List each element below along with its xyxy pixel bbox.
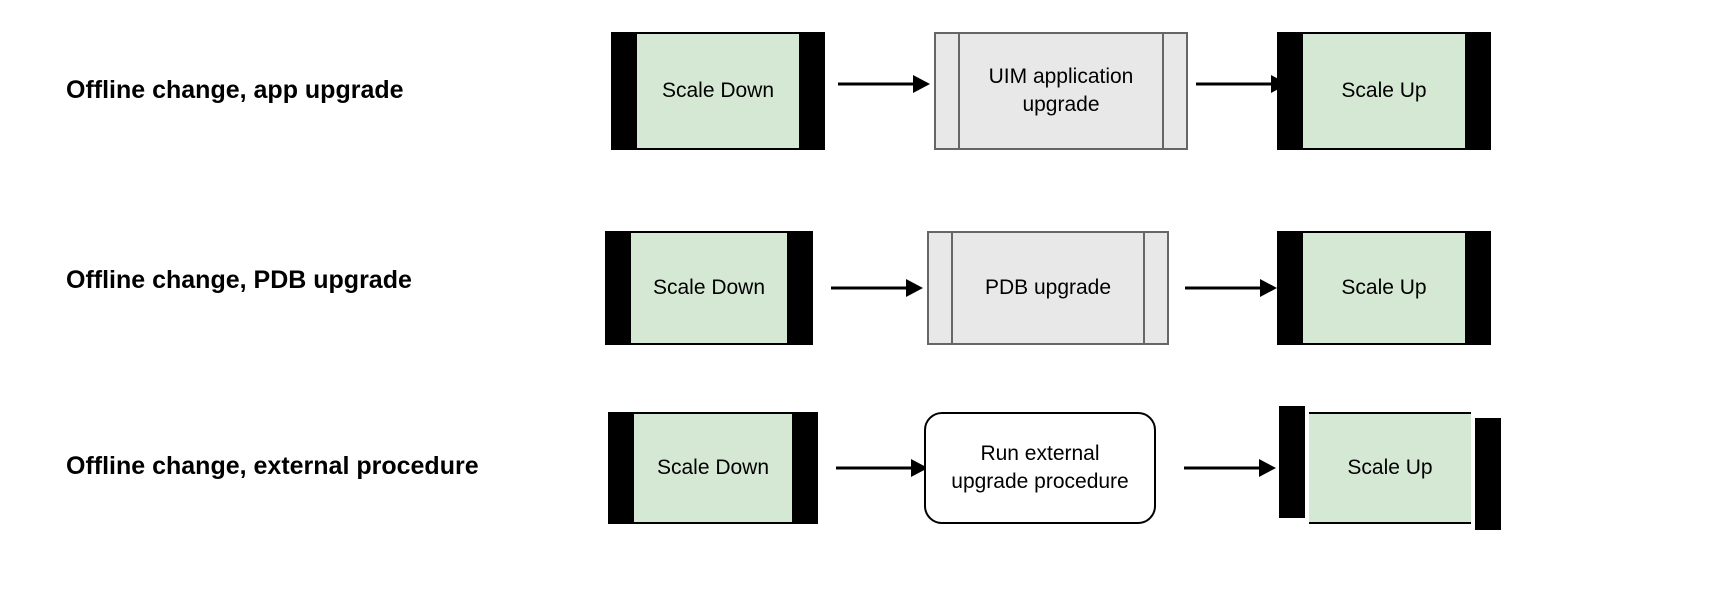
row1-process-label: UIM application upgrade [955, 63, 1168, 118]
scale-down-left-bar [608, 412, 634, 524]
row2-scale-up-node[interactable]: Scale Up [1277, 231, 1491, 345]
arrow-shaft [1196, 82, 1274, 86]
arrow-shaft [1184, 466, 1262, 470]
arrow-shaft [836, 466, 914, 470]
scale-up-face: Scale Up [1309, 412, 1471, 524]
row1-process-line2: upgrade [1022, 93, 1100, 116]
row1-scale-up-label: Scale Up [1341, 79, 1427, 103]
arrow-head [913, 75, 930, 93]
process-right-rule [1143, 233, 1145, 343]
row3-scale-up-label: Scale Up [1347, 456, 1433, 480]
row3-rounded-node[interactable]: Run external upgrade procedure [924, 412, 1156, 524]
row3-arrow-2 [1184, 456, 1276, 480]
row3-rounded-label: Run external upgrade procedure [951, 440, 1128, 495]
scale-up-left-bar [1277, 32, 1303, 150]
scale-up-right-bar [1465, 231, 1491, 345]
row1-scale-down-label: Scale Down [661, 79, 775, 103]
arrow-shaft [831, 286, 909, 290]
row3-arrow-1 [836, 456, 928, 480]
scale-down-right-bar [787, 231, 813, 345]
scale-up-right-bar [1465, 32, 1491, 150]
row1-process-node[interactable]: UIM application upgrade [934, 32, 1188, 150]
row3-rounded-line2: upgrade procedure [951, 470, 1129, 493]
row1-scale-down-node[interactable]: Scale Down [611, 32, 825, 150]
row2-process-label: PDB upgrade [951, 274, 1145, 302]
scale-down-face: Scale Down [631, 231, 787, 345]
row2-scale-down-label: Scale Down [652, 276, 766, 300]
scale-up-right-bar [1475, 418, 1501, 530]
scale-down-left-bar [605, 231, 631, 345]
row2-arrow-2 [1185, 276, 1277, 300]
arrow-head [1259, 459, 1276, 477]
row2-arrow-1 [831, 276, 923, 300]
arrow-shaft [1185, 286, 1263, 290]
row1-scale-up-node[interactable]: Scale Up [1277, 32, 1491, 150]
row3-scale-down-node[interactable]: Scale Down [608, 412, 818, 524]
row2-process-node[interactable]: PDB upgrade [927, 231, 1169, 345]
arrow-head [1260, 279, 1277, 297]
scale-down-left-bar [611, 32, 637, 150]
row-label-app-upgrade: Offline change, app upgrade [66, 76, 404, 104]
row1-process-line1: UIM application [988, 65, 1134, 89]
row2-process-line1: PDB upgrade [984, 276, 1112, 300]
scale-up-face: Scale Up [1303, 32, 1465, 150]
row3-rounded-line1: Run external [980, 442, 1100, 466]
scale-up-left-bar [1279, 406, 1305, 518]
arrow-head [906, 279, 923, 297]
row-label-pdb-upgrade: Offline change, PDB upgrade [66, 266, 412, 294]
scale-down-right-bar [799, 32, 825, 150]
scale-up-face: Scale Up [1303, 231, 1465, 345]
process-left-rule [958, 34, 960, 148]
scale-down-right-bar [792, 412, 818, 524]
process-left-rule [951, 233, 953, 343]
row3-scale-up-node[interactable]: Scale Up [1279, 406, 1501, 530]
row2-scale-up-label: Scale Up [1341, 276, 1427, 300]
row1-arrow-1 [838, 72, 930, 96]
row-label-external-procedure: Offline change, external procedure [66, 452, 479, 480]
row3-scale-down-label: Scale Down [656, 456, 770, 480]
row1-arrow-2 [1196, 72, 1288, 96]
row2-scale-down-node[interactable]: Scale Down [605, 231, 813, 345]
scale-up-left-bar [1277, 231, 1303, 345]
process-right-rule [1162, 34, 1164, 148]
arrow-head [911, 459, 928, 477]
scale-down-face: Scale Down [634, 412, 792, 524]
arrow-shaft [838, 82, 916, 86]
scale-down-face: Scale Down [637, 32, 799, 150]
